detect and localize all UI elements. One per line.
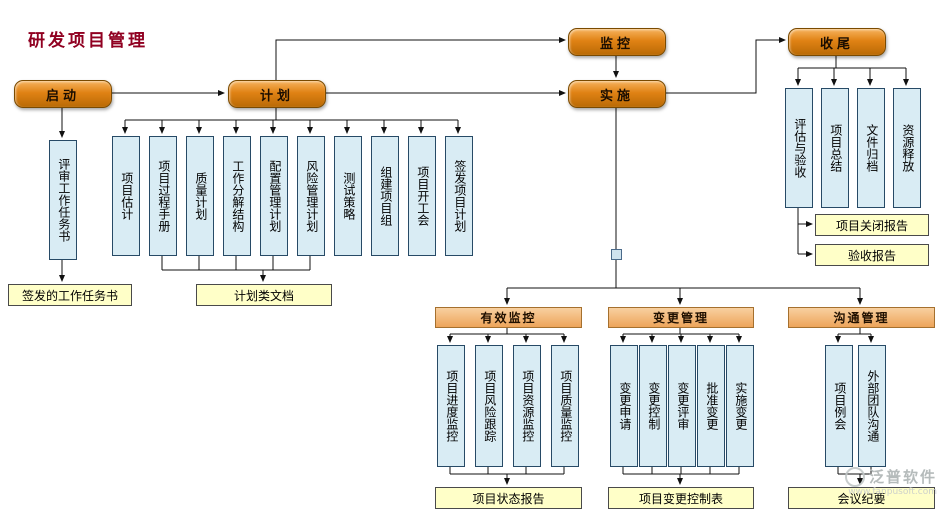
change-control-doc-box: 项目变更控制表 bbox=[608, 487, 754, 509]
plan-task-box: 测试策略 bbox=[334, 136, 362, 256]
meeting-minutes-doc-box: 会议纪要 bbox=[788, 487, 935, 509]
communication-task-box: 项目例会 bbox=[825, 345, 853, 467]
start-task-box: 评审工作任务书 bbox=[49, 140, 77, 260]
watermark: 泛普软件 www.fanpusoft.com bbox=[844, 466, 937, 497]
plan-task-box: 配置管理计划 bbox=[260, 136, 288, 256]
close-task-box: 评估与验收 bbox=[785, 88, 813, 208]
section-header-change: 变更管理 bbox=[608, 307, 754, 328]
start-doc-box: 签发的工作任务书 bbox=[8, 284, 132, 306]
plan-task-box: 项目开工会 bbox=[408, 136, 436, 256]
change-task-box: 批准变更 bbox=[697, 345, 725, 467]
plan-task-box: 项目估计 bbox=[112, 136, 140, 256]
watermark-url: www.fanpusoft.com bbox=[848, 487, 937, 497]
plan-task-box: 质量计划 bbox=[186, 136, 214, 256]
change-task-box: 变更评审 bbox=[668, 345, 696, 467]
plan-task-box: 工作分解结构 bbox=[223, 136, 251, 256]
status-report-doc-box: 项目状态报告 bbox=[435, 487, 582, 509]
monitoring-task-box: 项目风险跟踪 bbox=[475, 345, 503, 467]
plan-task-box: 项目过程手册 bbox=[149, 136, 177, 256]
monitoring-task-box: 项目进度监控 bbox=[437, 345, 465, 467]
page-title: 研发项目管理 bbox=[28, 31, 148, 51]
monitoring-task-box: 项目资源监控 bbox=[513, 345, 541, 467]
phase-close-node: 收尾 bbox=[788, 28, 886, 56]
phase-start-node: 启动 bbox=[14, 80, 112, 108]
change-task-box: 变更控制 bbox=[639, 345, 667, 467]
connector-node bbox=[611, 249, 622, 260]
fanpu-logo-icon bbox=[844, 466, 865, 487]
communication-task-box: 外部团队沟通 bbox=[858, 345, 886, 467]
close-report-doc-box: 项目关闭报告 bbox=[815, 214, 929, 236]
plan-doc-box: 计划类文档 bbox=[196, 284, 332, 306]
close-task-box: 资源释放 bbox=[893, 88, 921, 208]
acceptance-report-doc-box: 验收报告 bbox=[815, 244, 929, 266]
close-task-box: 项目总结 bbox=[821, 88, 849, 208]
plan-task-box: 风险管理计划 bbox=[297, 136, 325, 256]
close-task-box: 文件归档 bbox=[857, 88, 885, 208]
plan-task-box: 签发项目计划 bbox=[445, 136, 473, 256]
phase-monitor-node: 监控 bbox=[568, 28, 666, 56]
watermark-brand: 泛普软件 bbox=[868, 468, 937, 486]
plan-task-box: 组建项目组 bbox=[371, 136, 399, 256]
section-header-communication: 沟通管理 bbox=[788, 307, 935, 328]
phase-plan-node: 计划 bbox=[228, 80, 326, 108]
phase-implement-node: 实施 bbox=[568, 80, 666, 108]
monitoring-task-box: 项目质量监控 bbox=[551, 345, 579, 467]
change-task-box: 实施变更 bbox=[726, 345, 754, 467]
section-header-monitoring: 有效监控 bbox=[435, 307, 582, 328]
change-task-box: 变更申请 bbox=[610, 345, 638, 467]
